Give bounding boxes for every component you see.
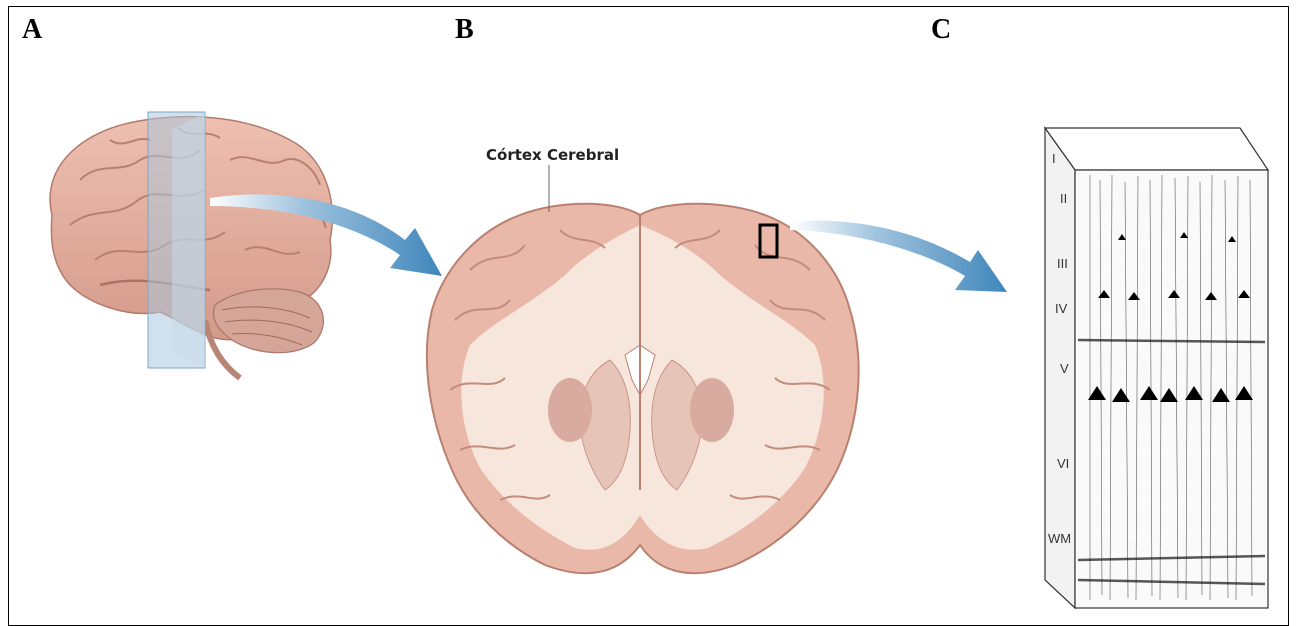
cortical-column-illustration [1045, 128, 1268, 608]
layer-label: VI [1057, 456, 1069, 471]
cortex-label: Córtex Cerebral [486, 146, 619, 164]
layer-label: III [1057, 256, 1068, 271]
coronal-plane [148, 112, 205, 368]
layer-label: V [1060, 361, 1069, 376]
layer-label: IV [1055, 301, 1068, 316]
layer-label: II [1060, 191, 1067, 206]
layer-label: WM [1048, 531, 1071, 546]
layer-label: I [1052, 151, 1056, 166]
